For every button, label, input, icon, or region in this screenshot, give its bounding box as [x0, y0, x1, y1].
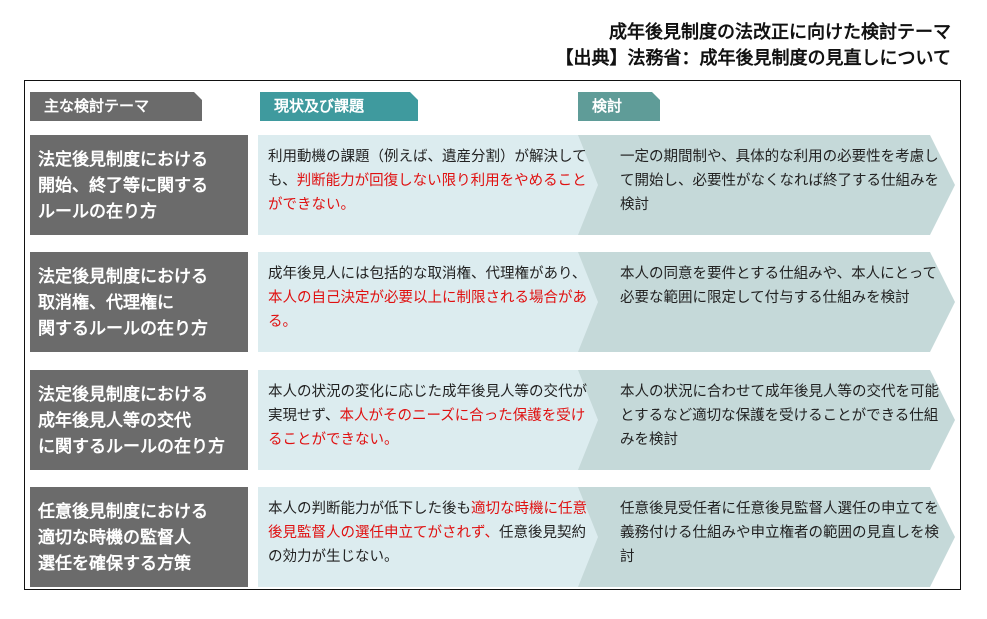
current-issue: 成年後見人には包括的な取消権、代理権があり、本人の自己決定が必要以上に制限される… — [268, 266, 587, 330]
review-chevron — [578, 252, 955, 352]
header-theme: 主な検討テーマ — [30, 92, 202, 121]
theme-label: 法定後見制度における開始、終了等に関するルールの在り方 — [30, 135, 248, 235]
theme-label: 法定後見制度における成年後見人等の交代に関するルールの在り方 — [30, 370, 248, 470]
theme-row: 任意後見制度における適切な時機の監督人選任を確保する方策 本人の判断能力が低下し… — [30, 487, 956, 587]
review-text: 本人の状況に合わせて成年後見人等の交代を可能とするなど適切な保護を受けることがで… — [620, 384, 939, 448]
current-chevron — [258, 252, 600, 352]
row-chevrons — [258, 135, 955, 235]
highlighted-issue: 適切な時機に任意後見監督人の選任申立てがされず、 — [268, 501, 587, 541]
review-chevron — [578, 487, 955, 587]
review-text: 一定の期間制や、具体的な利用の必要性を考慮して開始し、必要性がなくなれば終了する… — [620, 149, 939, 213]
review-chevron — [578, 135, 955, 235]
header-current: 現状及び課題 — [260, 92, 418, 121]
current-chevron — [258, 370, 600, 470]
review-chevron — [578, 370, 955, 470]
review-text: 任意後見受任者に任意後見監督人選任の申立てを義務付ける仕組みや申立権者の範囲の見… — [620, 501, 939, 565]
theme-row: 法定後見制度における開始、終了等に関するルールの在り方 利用動機の課題（例えば、… — [30, 135, 956, 235]
title-line-1: 成年後見制度の法改正に向けた検討テーマ — [609, 22, 951, 43]
theme-label: 法定後見制度における取消権、代理権に関するルールの在り方 — [30, 252, 248, 352]
theme-row: 法定後見制度における成年後見人等の交代に関するルールの在り方 本人の状況の変化に… — [30, 370, 956, 470]
row-chevrons — [258, 252, 955, 352]
row-chevrons — [258, 370, 955, 470]
row-chevrons — [258, 487, 955, 587]
header-review: 検討 — [578, 92, 660, 121]
highlighted-issue: 判断能力が回復しない限り利用をやめることができない。 — [268, 173, 587, 213]
current-issue: 本人の判断能力が低下した後も適切な時機に任意後見監督人の選任申立てがされず、任意… — [268, 501, 587, 565]
review-text: 本人の同意を要件とする仕組みや、本人にとって必要な範囲に限定して付与する仕組みを… — [620, 266, 937, 306]
current-issue: 利用動機の課題（例えば、遺産分割）が解決しても、判断能力が回復しない限り利用をや… — [268, 149, 587, 213]
current-chevron — [258, 135, 600, 235]
content-frame — [24, 80, 961, 590]
current-issue: 本人の状況の変化に応じた成年後見人等の交代が実現せず、本人がそのニーズに合った保… — [268, 384, 587, 448]
current-chevron — [258, 487, 600, 587]
highlighted-issue: 本人の自己決定が必要以上に制限される場合がある。 — [268, 290, 587, 330]
title-line-2: 【出典】法務省：成年後見制度の見直しについて — [555, 48, 951, 69]
theme-label: 任意後見制度における適切な時機の監督人選任を確保する方策 — [30, 487, 248, 587]
highlighted-issue: 本人がそのニーズに合った保護を受けることができない。 — [268, 408, 586, 448]
theme-row: 法定後見制度における取消権、代理権に関するルールの在り方 成年後見人には包括的な… — [30, 252, 956, 352]
